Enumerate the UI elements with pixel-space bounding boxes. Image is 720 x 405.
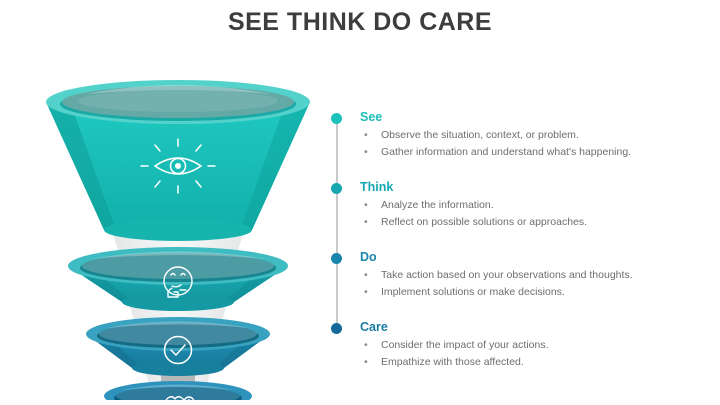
list-item: • Empathize with those affected.	[360, 354, 712, 371]
bullet-marker: •	[364, 216, 368, 228]
timeline-dot-care[interactable]	[331, 323, 342, 334]
list-item: • Take action based on your observations…	[360, 267, 712, 284]
timeline-axis	[336, 118, 338, 331]
step-bullets-care: • Consider the impact of your actions. •…	[360, 337, 712, 371]
bullet-marker: •	[364, 199, 368, 211]
step-bullets-do: • Take action based on your observations…	[360, 267, 712, 301]
bullet-marker: •	[364, 286, 368, 298]
list-item: • Implement solutions or make decisions.	[360, 284, 712, 301]
step-block-see: See • Observe the situation, context, or…	[360, 110, 712, 161]
funnel-layer-see[interactable]	[46, 80, 310, 241]
list-item-label: Implement solutions or make decisions.	[381, 286, 565, 298]
step-heading-care: Care	[360, 320, 388, 334]
step-block-care: Care • Consider the impact of your actio…	[360, 320, 712, 371]
bullet-marker: •	[364, 146, 368, 158]
thinking-face-icon	[163, 266, 193, 298]
list-item: • Analyze the information.	[360, 197, 712, 214]
timeline-dot-do[interactable]	[331, 253, 342, 264]
step-bullets-see: • Observe the situation, context, or pro…	[360, 127, 712, 161]
step-heading-do: Do	[360, 250, 377, 264]
bullet-marker: •	[364, 356, 368, 368]
list-item-label: Observe the situation, context, or probl…	[381, 129, 579, 141]
list-item: • Gather information and understand what…	[360, 144, 712, 161]
timeline-dot-see[interactable]	[331, 113, 342, 124]
bullet-marker: •	[364, 339, 368, 351]
step-heading-think: Think	[360, 180, 394, 194]
step-block-do: Do • Take action based on your observati…	[360, 250, 712, 301]
list-item: • Observe the situation, context, or pro…	[360, 127, 712, 144]
timeline-dot-think[interactable]	[331, 183, 342, 194]
check-circle-icon	[163, 335, 193, 365]
list-item-label: Take action based on your observations a…	[381, 269, 633, 281]
list-item-label: Gather information and understand what's…	[381, 146, 632, 158]
list-item: • Reflect on possible solutions or appro…	[360, 214, 712, 231]
bullet-marker: •	[364, 269, 368, 281]
funnel-layer-think[interactable]	[68, 247, 288, 311]
list-item-label: Consider the impact of your actions.	[381, 339, 549, 351]
list-item: • Consider the impact of your actions.	[360, 337, 712, 354]
step-bullets-think: • Analyze the information. • Reflect on …	[360, 197, 712, 231]
funnel-layer-do[interactable]	[86, 317, 270, 376]
list-item-label: Empathize with those affected.	[381, 356, 524, 368]
step-block-think: Think • Analyze the information. • Refle…	[360, 180, 712, 231]
hand-heart-icon	[165, 396, 195, 400]
funnel-diagram	[28, 78, 328, 400]
eye-icon	[140, 138, 216, 194]
funnel-layer-care[interactable]	[104, 381, 252, 400]
list-item-label: Reflect on possible solutions or approac…	[381, 216, 588, 228]
step-heading-see: See	[360, 110, 383, 124]
list-item-label: Analyze the information.	[381, 199, 494, 211]
bullet-marker: •	[364, 129, 368, 141]
page-title: SEE THINK DO CARE	[227, 8, 493, 36]
